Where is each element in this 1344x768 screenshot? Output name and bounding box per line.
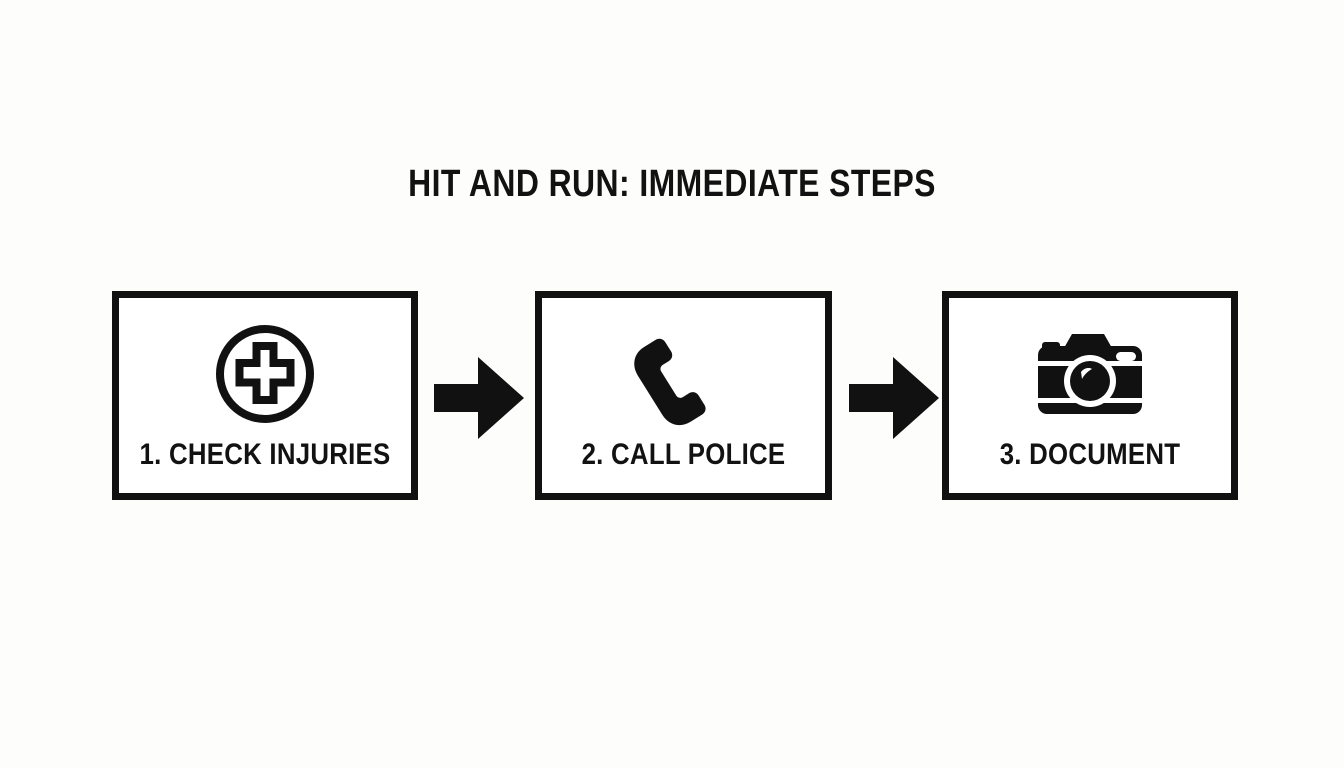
phone-handset-icon xyxy=(633,338,706,426)
step-card-2[interactable]: 2. CALL POLICE xyxy=(535,291,832,500)
step-2-icon-slot xyxy=(542,316,825,432)
step-1-label: 1. CHECK INJURIES xyxy=(139,438,391,471)
camera-icon xyxy=(1038,334,1142,414)
step-card-1[interactable]: 1. CHECK INJURIES xyxy=(112,291,418,500)
arrow-right-icon xyxy=(849,357,939,439)
step-card-3[interactable]: 3. DOCUMENT xyxy=(942,291,1238,500)
step-2-label: 2. CALL POLICE xyxy=(581,438,786,471)
page-title: HIT AND RUN: IMMEDIATE STEPS xyxy=(408,163,936,205)
medical-cross-circle-icon xyxy=(216,325,314,423)
step-3-icon-slot xyxy=(949,316,1231,432)
step-3-label: 3. DOCUMENT xyxy=(999,438,1181,471)
step-1-icon-slot xyxy=(119,316,411,432)
arrow-right-icon xyxy=(434,357,524,439)
